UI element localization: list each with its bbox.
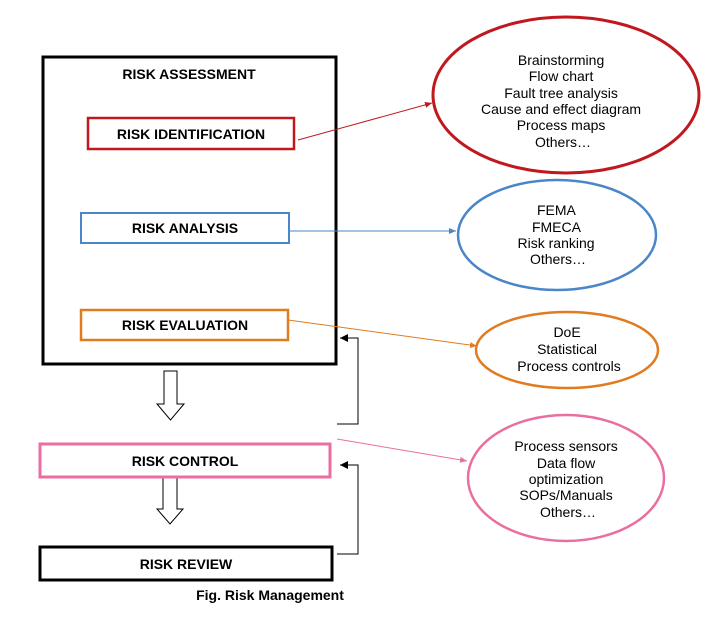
risk-assessment-group: RISK ASSESSMENT RISK IDENTIFICATION RISK… [41,55,338,366]
risk-assessment-box [41,55,338,366]
evaluation-tools-list: DoE Statistical Process controls [517,324,620,374]
risk-review-box [38,545,334,582]
tool-item: FEMA [537,202,577,218]
tool-item: optimization [529,471,604,487]
tool-item: SOPs/Manuals [519,487,612,503]
tool-item: Others… [535,134,591,150]
tool-item: Cause and effect diagram [481,101,641,117]
risk-analysis-label: RISK ANALYSIS [132,220,238,236]
identification-tools-list: Brainstorming Flow chart Fault tree anal… [481,52,645,150]
control-tools-ellipse [466,413,666,543]
risk-review-label: RISK REVIEW [140,556,233,572]
control-connector [336,438,468,463]
tool-item: Risk ranking [518,235,595,251]
analysis-tools-ellipse [456,178,658,292]
feedback-connector [337,334,359,425]
identification-connector [297,101,433,141]
evaluation-tools-ellipse [474,310,660,390]
risk-evaluation-box [79,308,290,342]
risk-control-label: RISK CONTROL [132,453,239,469]
tool-item: Fault tree analysis [504,85,618,101]
tool-item: DoE [553,324,580,340]
tool-item: Process controls [517,358,620,374]
feedback-connector [337,461,359,555]
down-arrow-icon [155,476,185,525]
identification-tools-ellipse [431,15,701,175]
control-tools-list: Process sensors Data flow optimization S… [514,438,621,520]
tool-item: Process maps [517,117,606,133]
tool-item: Process sensors [514,438,617,454]
risk-identification-box [86,116,296,151]
risk-assessment-title: RISK ASSESSMENT [122,66,256,82]
tool-item: Brainstorming [518,52,604,68]
figure-caption: Fig. Risk Management [196,587,344,603]
tool-item: Others… [540,504,596,520]
risk-control-box [38,442,332,479]
risk-analysis-box [80,212,290,244]
analysis-tools-list: FEMA FMECA Risk ranking Others… [518,202,599,267]
down-arrow-icon [155,370,186,421]
tool-item: FMECA [532,219,582,235]
tool-item: Statistical [537,341,597,357]
risk-identification-label: RISK IDENTIFICATION [117,126,265,142]
risk-evaluation-label: RISK EVALUATION [122,317,248,333]
evaluation-connector [287,319,478,349]
tool-item: Others… [530,251,586,267]
tool-item: Data flow [537,455,596,471]
tool-item: Flow chart [529,68,594,84]
